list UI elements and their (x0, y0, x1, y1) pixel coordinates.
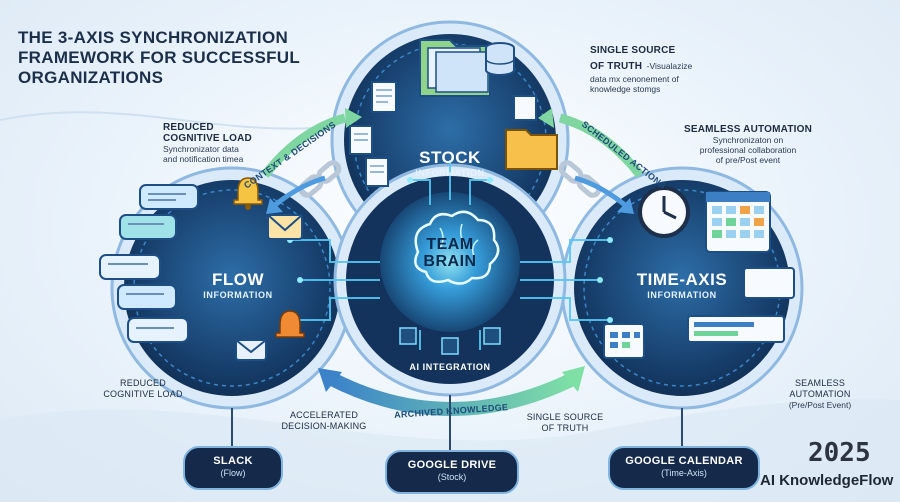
note-line: AUTOMATION (789, 389, 851, 399)
note-body: and notification timea (163, 154, 244, 164)
brain-label: TEAM BRAIN (410, 236, 490, 270)
note-body: professional collaboration (699, 145, 797, 155)
bell-icon (233, 177, 305, 338)
chat-bubble-icon (99, 184, 199, 343)
title-line-1: THE 3-AXIS SYNCHRONIZATION (18, 28, 289, 47)
calendar-icon (603, 191, 795, 359)
scheduled-arrow (538, 108, 644, 214)
year-label: 2025 (808, 438, 871, 468)
brain-title: TEAM (426, 236, 474, 253)
time-subtitle: INFORMATION (647, 290, 717, 300)
stock-label: STOCK INFORMATION (400, 148, 500, 178)
note-bottom-center-right: SINGLE SOURCE OF TRUTH (520, 412, 610, 434)
note-line: (Pre/Post Event) (788, 400, 852, 410)
database-icon (485, 42, 515, 76)
calendar-sub: (Time-Axis) (661, 468, 707, 478)
document-icon (349, 81, 537, 187)
archived-arrow (318, 366, 585, 416)
google-calendar-pill[interactable]: GOOGLE CALENDAR (Time-Axis) (608, 446, 760, 490)
note-heading: OF TRUTH (590, 61, 643, 72)
brain-icon (414, 210, 500, 285)
brand-label: AI KnowledgeFlow (760, 472, 894, 489)
circuit-lines (290, 160, 610, 350)
slack-pill[interactable]: SLACK (Flow) (183, 446, 283, 490)
google-drive-pill[interactable]: GOOGLE DRIVE (Stock) (385, 450, 519, 494)
mail-icon (235, 214, 303, 361)
folder-icon (419, 39, 558, 170)
slack-name: SLACK (213, 455, 253, 467)
note-body: -Visualazize (646, 61, 693, 71)
stock-title: STOCK (419, 148, 481, 167)
note-line: REDUCED (120, 378, 166, 388)
note-body: Synchronizaton on (712, 135, 784, 145)
context-arrow (261, 108, 362, 214)
page-title: THE 3-AXIS SYNCHRONIZATION FRAMEWORK FOR… (18, 28, 348, 88)
brain-subtitle: AI INTEGRATION (395, 362, 505, 372)
note-line: COGNITIVE LOAD (103, 389, 183, 399)
note-body: Synchronizatoг data (163, 144, 239, 154)
note-heading: SEAMLESS AUTOMATION (683, 124, 813, 135)
stock-subtitle: INFORMATION (415, 168, 485, 178)
flow-subtitle: INFORMATION (203, 290, 273, 300)
brain-title: BRAIN (423, 253, 477, 270)
note-bottom-center-left: ACCELERATED DECISION-MAKING (268, 410, 380, 432)
note-heading: COGNITIVE LOAD (163, 133, 252, 144)
drive-sub: (Stock) (437, 472, 467, 482)
slack-sub: (Flow) (220, 468, 246, 478)
title-line-2: FRAMEWORK FOR SUCCESSFUL (18, 48, 301, 67)
note-top-center: SINGLE SOURCE OF TRUTH -Visualazize data… (590, 45, 740, 94)
note-body: of pre/Post event (715, 155, 781, 165)
note-heading: SINGLE SOURCE (590, 45, 676, 56)
note-top-left: REDUCED COGNITIVE LOAD Synchronizatoг da… (163, 122, 303, 164)
chip-icon (399, 327, 501, 355)
time-label: TIME-AXIS INFORMATION (620, 270, 744, 300)
note-bottom-right: SEAMLESS AUTOMATION (Pre/Post Event) (770, 378, 870, 410)
flow-label: FLOW INFORMATION (190, 270, 286, 300)
brain-subtitle-text: AI INTEGRATION (409, 362, 491, 372)
note-bottom-left: REDUCED COGNITIVE LOAD (88, 378, 198, 400)
note-heading: REDUCED (163, 122, 214, 133)
note-line: ACCELERATED (289, 410, 359, 420)
note-line: SINGLE SOURCE (526, 412, 604, 422)
drive-name: GOOGLE DRIVE (407, 459, 497, 471)
note-line: SEAMLESS (794, 378, 846, 388)
flow-title: FLOW (211, 270, 265, 289)
time-title: TIME-AXIS (636, 270, 728, 289)
note-line: OF TRUTH (541, 423, 589, 433)
note-line: DECISION-MAKING (281, 421, 367, 431)
note-top-right: SEAMLESS AUTOMATION Synchronizaton on pr… (668, 124, 828, 165)
clock-icon (638, 186, 690, 238)
note-body: data mx cenonement of (590, 74, 679, 84)
calendar-name: GOOGLE CALENDAR (625, 455, 743, 467)
title-line-3: ORGANIZATIONS (18, 68, 164, 87)
note-body: knowledge stomgs (590, 84, 661, 94)
